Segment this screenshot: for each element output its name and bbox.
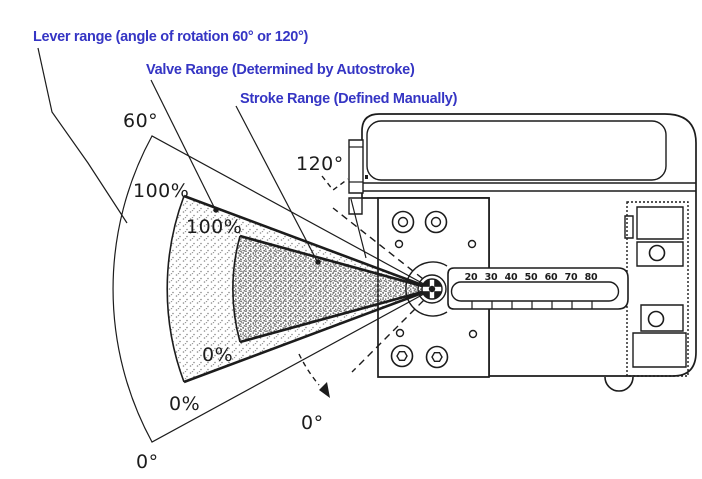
plate-bolt-bottom-right-hex	[432, 353, 442, 362]
valve-range-leader	[151, 80, 215, 209]
lever-0-label: 0°	[136, 451, 159, 473]
bottom-boss-bump	[605, 377, 633, 391]
valve-100-line	[184, 196, 433, 289]
alt-zero-label: 0°	[301, 412, 324, 434]
valve-0-line	[184, 289, 433, 382]
plate-bolt-bottom-left-hex	[397, 352, 407, 361]
clamp-hole-upper	[650, 246, 665, 261]
clamp-block-lower	[641, 305, 683, 331]
valve-100-label: 100%	[133, 180, 189, 202]
lever-range-annotation: Lever range (angle of rotation 60° or 12…	[33, 29, 309, 45]
scale-number: 80	[585, 272, 598, 283]
plate-bolt-top-right	[426, 212, 447, 233]
leader-lines	[38, 48, 321, 265]
scale-number: 50	[525, 272, 538, 283]
valve-range-arc	[167, 196, 184, 382]
stroke-scale-ticks	[472, 301, 592, 309]
pivot-boss-arc	[406, 262, 447, 316]
plate-bolt-top-left-center	[399, 218, 408, 227]
lever-range-wedge	[113, 136, 433, 442]
mounting-bracket-upper	[349, 140, 363, 193]
plate-hole-lower-right	[470, 331, 477, 338]
feedback-lever: 20 30 40 50 60 70 80	[448, 268, 628, 309]
dashed-120-line	[333, 208, 432, 286]
scale-number: 60	[545, 272, 558, 283]
scale-number: 70	[565, 272, 578, 283]
seam-tick	[365, 175, 368, 179]
stroke-100-line	[240, 236, 433, 289]
lever-60-label: 60°	[123, 110, 158, 132]
stroke-range-leader	[236, 106, 317, 261]
stroke-100-label: 100%	[186, 216, 242, 238]
rotation-fan	[113, 136, 433, 442]
side-clamp-assembly	[625, 202, 688, 376]
plate-hole-lower-left	[397, 330, 404, 337]
clamp-block-bottom	[633, 333, 686, 367]
lever-pivot	[406, 262, 447, 316]
scale-number: 30	[485, 272, 498, 283]
clamp-block-upper	[637, 242, 683, 266]
plate-hole-upper-left	[396, 241, 403, 248]
dashed-0-line	[352, 292, 432, 372]
scale-number: 20	[465, 272, 478, 283]
clamp-outline	[627, 202, 688, 376]
clamp-hole-lower	[649, 312, 664, 327]
stroke-range-leader-dot	[315, 259, 321, 265]
body-lid-seam	[367, 121, 666, 180]
stroke-range-fill	[232, 236, 433, 342]
plate-bolt-top-right-center	[432, 218, 441, 227]
dashed-0-arc	[299, 354, 319, 385]
stroke-range-annotation: Stroke Range (Defined Manually)	[240, 91, 458, 107]
valve-range-leader-dot	[213, 207, 219, 213]
annotations: Lever range (angle of rotation 60° or 12…	[33, 29, 458, 107]
plate-hole-upper-right	[469, 241, 476, 248]
pivot-bolt-rim	[422, 279, 442, 299]
stroke-range-arc	[233, 236, 240, 342]
pivot-ring	[418, 275, 446, 303]
valve-0-label: 0%	[169, 393, 200, 415]
bracket-chamfer-line	[351, 199, 366, 258]
stroke-scale-numbers: 20 30 40 50 60 70 80	[465, 272, 599, 283]
stroke-0-label: 0%	[202, 344, 233, 366]
fan-labels: 60° 100% 100% 120° 0% 0% 0° 0°	[123, 110, 344, 473]
valve-range-annotation: Valve Range (Determined by Autostroke)	[146, 62, 415, 78]
scale-number: 40	[505, 272, 518, 283]
clamp-block-top	[637, 207, 683, 239]
dashed-0-arrowhead	[319, 382, 330, 398]
lever-120-label: 120°	[296, 153, 344, 175]
lever-slot	[452, 282, 619, 301]
plate-bolt-bottom-left	[392, 346, 413, 367]
plate-bolt-bottom-right	[427, 347, 448, 368]
dashed-120-arc	[322, 176, 348, 190]
clamp-tab	[625, 216, 633, 238]
plate-bolt-top-left	[393, 212, 414, 233]
positioner-body	[349, 114, 696, 391]
lever-range-leader	[38, 48, 127, 223]
pivot-bolt-core	[428, 285, 436, 293]
stroke-0-line	[240, 289, 433, 342]
